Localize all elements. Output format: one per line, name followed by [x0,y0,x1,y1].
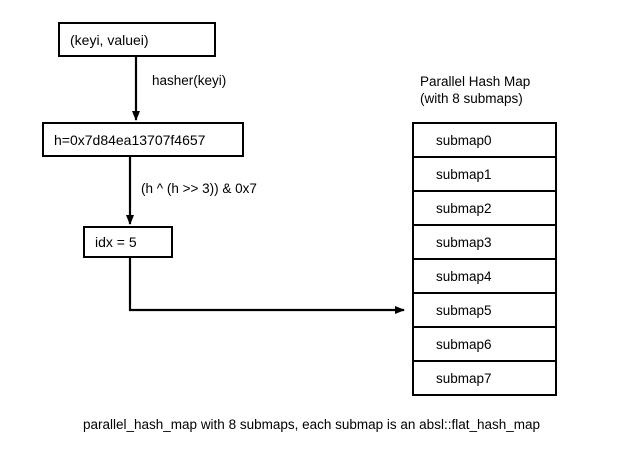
parallel-hash-map-heading-line1: Parallel Hash Map [420,74,531,89]
diagram-caption: parallel_hash_map with 8 submaps, each s… [82,417,541,432]
input-key-value-label: (keyi, valuei) [70,31,149,48]
hash-value-box: h=0x7d84ea13707f4657 [42,122,244,157]
submap-table: submap0 submap1 submap2 submap3 submap4 … [412,122,557,396]
submap-row: submap6 [414,328,555,362]
submap-label: submap7 [436,370,492,386]
submap-label: submap4 [436,268,492,284]
submap-row: submap7 [414,362,555,396]
submap-label: submap1 [436,166,492,182]
parallel-hash-map-heading-line2: (with 8 submaps) [420,91,523,106]
submap-row-selected: submap5 [414,294,555,328]
parallel-hash-map-heading: Parallel Hash Map (with 8 submaps) [420,73,530,107]
edge-label-hasher: hasher(keyi) [152,73,227,88]
submap-row: submap4 [414,260,555,294]
input-key-value-box: (keyi, valuei) [58,22,216,57]
submap-label: submap3 [436,234,492,250]
submap-label: submap2 [436,200,492,216]
hash-value-label: h=0x7d84ea13707f4657 [54,131,206,148]
edge-label-bit-mix: (h ^ (h >> 3)) & 0x7 [141,181,257,196]
submap-label: submap0 [436,132,492,148]
submap-row: submap3 [414,226,555,260]
submap-row: submap2 [414,192,555,226]
submap-row: submap0 [414,124,555,158]
arrow-index-to-submap5 [128,258,405,314]
submap-label: submap6 [436,336,492,352]
submap-label: submap5 [436,302,492,318]
submap-index-box: idx = 5 [83,226,173,258]
submap-row: submap1 [414,158,555,192]
submap-index-label: idx = 5 [95,234,137,250]
